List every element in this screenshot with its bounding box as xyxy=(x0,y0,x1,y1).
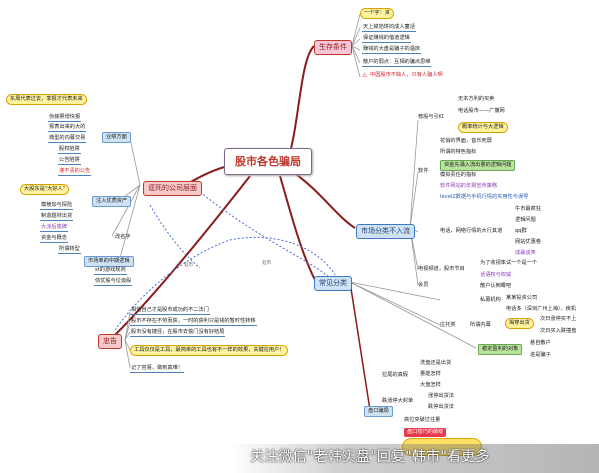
branch-common[interactable]: 常见分类 xyxy=(314,276,352,291)
survival-item-5[interactable]: 中国股市不缺人，只有人骗人啊 xyxy=(370,72,443,78)
company-inject-item-4[interactable]: 资金与概念 xyxy=(40,235,68,243)
branch-survival[interactable]: 生存条件 xyxy=(314,40,352,55)
common-sub-0-item-0[interactable]: 某某投资公司 xyxy=(506,295,538,301)
market-sub-1-item-3[interactable]: 模拟责任的指标 xyxy=(440,172,477,178)
common-sub-4[interactable]: 跌涨停大封单 xyxy=(382,398,414,404)
company-malicious-item-1[interactable]: st的游戏规则 xyxy=(94,267,127,275)
common-sub-1[interactable]: 庄托类 xyxy=(440,322,456,328)
heart-item-3[interactable]: 工具仅仅是工具，最简单的工具也有不一样的效果，关键在用户！ xyxy=(130,345,289,356)
market-sub-0-item-2[interactable]: 概率统计与大逻辑 xyxy=(458,122,508,133)
company-perf-item-0[interactable]: 东周代表过去，季报才代表未来 xyxy=(6,94,87,105)
market-sub-0-item-1[interactable]: 电话股市——广撒网 xyxy=(458,108,505,114)
heart-item-0[interactable]: 相信自己才是股市成功的不二法门 xyxy=(130,307,210,315)
branch-market[interactable]: 市场分类不入流 xyxy=(356,224,415,239)
company-perf-item-2[interactable]: 报表出来的大的 xyxy=(48,124,87,132)
common-sub-3-item-0[interactable]: 洗盘还是出货 xyxy=(420,360,452,366)
company-group-performance[interactable]: 业绩方面 xyxy=(102,132,131,143)
market-sub-1-item-4[interactable]: 软件网站的年报宣传策略 xyxy=(440,183,498,189)
market-sub-3[interactable]: 电视频道，股市节目 xyxy=(418,266,465,272)
common-sub-3-item-1[interactable]: 量能怎样 xyxy=(420,371,441,377)
survival-item-2[interactable]: 保证赚钱的借道逻辑 xyxy=(362,35,411,43)
market-sub-1[interactable]: 软件 xyxy=(418,168,429,174)
survival-item-4[interactable]: 散户的弱点：互相的骗点思维 xyxy=(362,59,432,67)
market-sub-2-item-0[interactable]: 牛市最疯狂 xyxy=(515,206,541,212)
company-malicious-item-0[interactable]: 市场单的中期逻辑 xyxy=(84,256,134,267)
company-malicious-item-2[interactable]: 债优股与垃圾股 xyxy=(94,278,133,286)
company-inject-item-2[interactable]: 制造题材出货 xyxy=(40,213,74,221)
common-sub-5-item-1[interactable]: 盘口技巧的破绽 xyxy=(404,428,447,437)
survival-item-0[interactable]: 一个字：贪 xyxy=(360,8,394,19)
common-sub-4-item-0[interactable]: 涨停出货法 xyxy=(428,393,454,399)
company-perf-item-1[interactable]: 伪装照增快报 xyxy=(48,114,82,122)
market-sub-0-item-0[interactable]: 无本方利的买卖 xyxy=(458,96,495,102)
central-topic[interactable]: 股市各色骗局 xyxy=(224,148,312,175)
common-sub-3[interactable]: 拉尾的真假 xyxy=(382,372,408,378)
common-sub-3-item-2[interactable]: 大盘怎样 xyxy=(420,382,441,388)
company-inject-item-5[interactable]: 所谓转型 xyxy=(58,246,81,254)
common-sub-1-item-1[interactable]: 揭穿出货 xyxy=(505,318,534,329)
survival-item-3[interactable]: 赚钱的大盘是骗子的温床 xyxy=(362,46,422,54)
common-sub-0[interactable]: 私募机构 xyxy=(480,297,501,303)
branch-heart[interactable]: 忠告 xyxy=(98,334,122,349)
watermark-text: 关注微信"老韩实盘"回复"韩市"看更多 xyxy=(250,449,490,465)
heart-item-1[interactable]: 股市不存在不劳而获，一时的获利只是钱的暂时性转移 xyxy=(130,318,257,326)
market-sub-2-item-3[interactable]: 网站优惠卷 xyxy=(515,239,541,245)
market-sub-2-item-4[interactable]: 成赢谈笑 xyxy=(515,250,536,256)
company-inject-item-3[interactable]: 大派后底牌 xyxy=(40,224,68,232)
market-sub-1-item-0[interactable]: 花俏的界面，音乐死屏 xyxy=(440,138,492,144)
common-sub-0-item-1[interactable]: 电话多（深圳广州上海），疾机 xyxy=(506,306,577,312)
common-sub-2-item-1[interactable]: 进是骗子 xyxy=(530,352,551,358)
market-sub-4[interactable]: 会员 xyxy=(418,282,429,288)
market-sub-2[interactable]: 电话，网络行情的大行其道 xyxy=(440,228,503,234)
market-sub-2-item-1[interactable]: 逻辑问题 xyxy=(515,217,536,223)
market-sub-3-item-2[interactable]: 散户认倒霉吧 xyxy=(480,283,512,289)
common-sub-4-item-1[interactable]: 跌停出货法 xyxy=(428,404,454,410)
company-group-rename[interactable]: 改名字 xyxy=(115,234,131,240)
market-sub-1-item-2[interactable]: 资金先涌入流出量的逻辑问题 xyxy=(440,160,516,171)
heart-item-2[interactable]: 股市没有捷径，在股市去偷门没有好结局 xyxy=(130,329,226,337)
common-sub-2-item-0[interactable]: 悬自散户 xyxy=(530,340,551,346)
common-sub-1-item-2[interactable]: 次日涨停买不上 xyxy=(540,316,577,322)
common-sub-2[interactable]: 稳定盈利的对象 xyxy=(478,344,523,355)
relation-label-0: 诓市 xyxy=(184,263,193,268)
market-sub-1-item-5[interactable]: level2数据与手机行情的实用性与误导 xyxy=(440,194,529,200)
market-sub-3-item-0[interactable]: 为了收视率试一个是一个 xyxy=(480,260,538,266)
relation-label-1: 诓市 xyxy=(262,261,271,266)
company-perf-item-4[interactable]: 股权陷阱 xyxy=(58,146,81,154)
heart-item-4[interactable]: 记了容易，做到真难！ xyxy=(130,365,184,373)
company-inject-item-0[interactable]: 大股东是"大好人" xyxy=(20,184,70,195)
common-sub-1-item-3[interactable]: 次日买入跌撞盘 xyxy=(540,328,577,334)
company-perf-item-3[interactable]: 典型的内幕交易 xyxy=(48,135,87,143)
company-inject-item-1[interactable]: 模棱加与探险 xyxy=(40,202,74,210)
company-perf-item-6[interactable]: 谨不清的公告 xyxy=(58,168,92,176)
common-sub-5[interactable]: 盘口骗局 xyxy=(364,406,393,417)
highlight-bubble xyxy=(402,438,482,456)
market-sub-0[interactable]: 荐股与引红 xyxy=(418,114,444,120)
market-sub-3-item-1[interactable]: 话语权与权威 xyxy=(480,272,512,278)
market-sub-1-item-1[interactable]: 所谓的特色指标 xyxy=(440,149,477,155)
warning-icon: ⚠ xyxy=(362,72,368,79)
watermark-band xyxy=(230,444,599,473)
company-group-inject[interactable]: 注入优质资产 xyxy=(92,196,132,207)
branch-company[interactable]: 诓死的公司层面 xyxy=(143,181,202,196)
common-sub-1-item-0[interactable]: 所谓内幕 xyxy=(470,322,491,328)
survival-item-1[interactable]: 天上掉馅饼的成人童话 xyxy=(362,24,416,32)
market-sub-2-item-2[interactable]: qq群 xyxy=(515,228,527,234)
common-sub-5-item-0[interactable]: 高位突破过往量 xyxy=(404,417,441,423)
company-perf-item-5[interactable]: 公告陷阱 xyxy=(58,157,81,165)
